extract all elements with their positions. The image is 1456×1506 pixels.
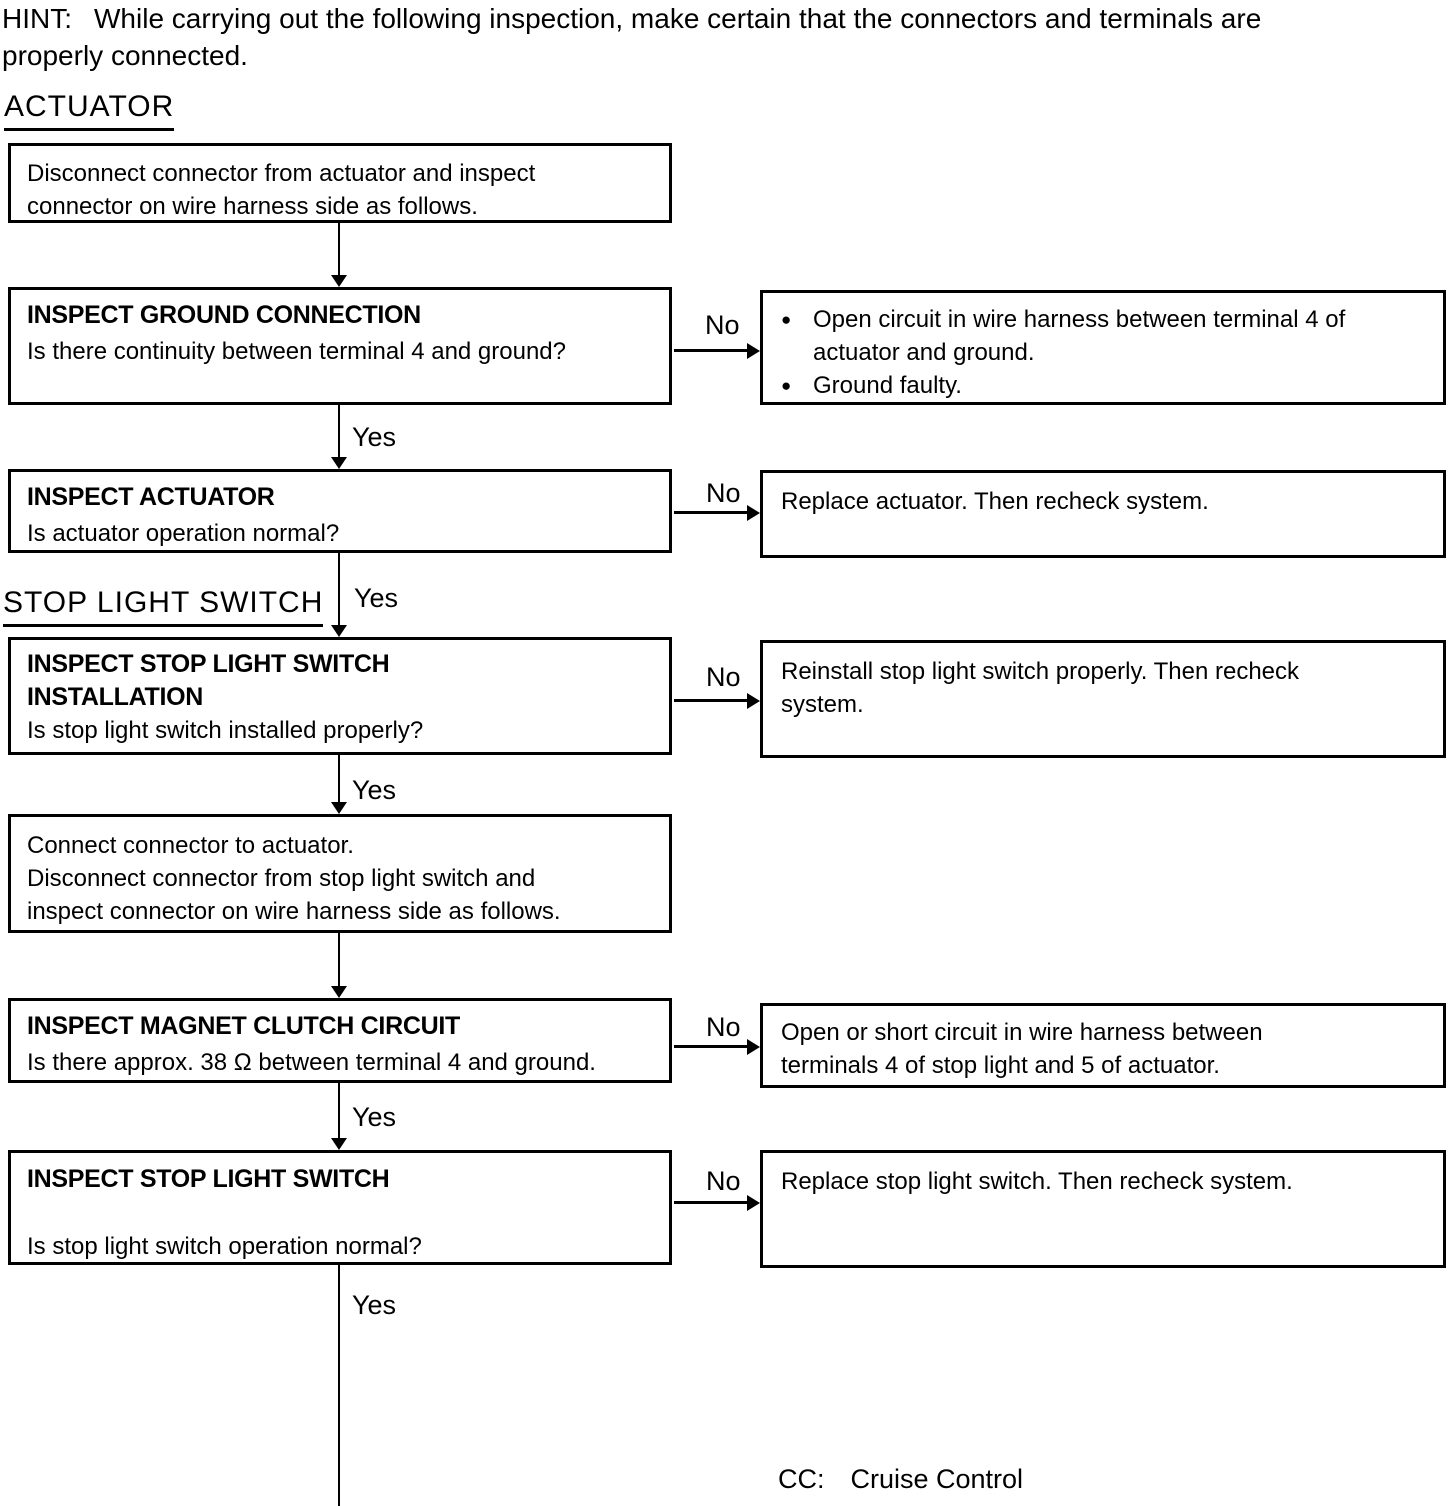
step-inspect-stop-light-switch: INSPECT STOP LIGHT SWITCH Is stop light …	[8, 1150, 672, 1265]
no-label: No	[705, 310, 740, 340]
step-text-line: Connect connector to actuator.	[27, 832, 354, 859]
step-question: Is there approx. 38 Ω between terminal 4…	[27, 1049, 596, 1076]
arrow-down-icon	[331, 625, 347, 637]
result-text-line: Open circuit in wire harness between ter…	[813, 306, 1346, 333]
result-bullet-item: ● Ground faulty.	[781, 369, 1425, 402]
arrow-down-icon	[331, 802, 347, 814]
flow-line-down	[338, 1265, 340, 1506]
flow-line-no	[674, 699, 748, 702]
arrow-down-icon	[331, 986, 347, 998]
bullet-icon: ●	[781, 310, 792, 329]
result-replace-stop-light-switch: Replace stop light switch. Then recheck …	[760, 1150, 1446, 1268]
flow-line-no	[674, 1201, 748, 1204]
result-reinstall-stop-light-switch: Reinstall stop light switch properly. Th…	[760, 640, 1446, 758]
step-question: Is actuator operation normal?	[27, 520, 340, 547]
yes-label: Yes	[352, 775, 397, 805]
result-text-line: Replace stop light switch. Then recheck …	[781, 1168, 1293, 1195]
step-question: Is stop light switch installed properly?	[27, 717, 424, 744]
yes-label: Yes	[354, 583, 399, 613]
hint-note: HINT: While carrying out the following in…	[2, 0, 1456, 74]
bullet-icon: ●	[781, 376, 792, 395]
no-label: No	[706, 478, 741, 508]
step-question: Is stop light switch operation normal?	[27, 1233, 422, 1260]
section-heading-stop-light-switch: STOP LIGHT SWITCH	[3, 586, 324, 627]
flow-line-down	[338, 755, 340, 802]
step-title: INSPECT STOP LIGHT SWITCH	[27, 1165, 390, 1193]
arrow-down-icon	[331, 1138, 347, 1150]
result-bullet-item: ● Open circuit in wire harness between t…	[781, 303, 1425, 369]
hint-line-1: HINT: While carrying out the following in…	[2, 0, 1456, 37]
flow-line-down	[338, 405, 340, 458]
result-text-line: system.	[781, 691, 864, 718]
footnote-cc: CC: Cruise Control	[778, 1464, 1023, 1495]
step-title: INSTALLATION	[27, 683, 204, 711]
arrow-down-icon	[331, 457, 347, 469]
section-heading-actuator: ACTUATOR	[4, 90, 175, 131]
arrow-right-icon	[747, 343, 760, 359]
step-title: INSPECT ACTUATOR	[27, 483, 275, 511]
flow-line-no	[674, 349, 748, 352]
result-text-line: Replace actuator. Then recheck system.	[781, 488, 1209, 515]
yes-label: Yes	[352, 422, 397, 452]
yes-label: Yes	[352, 1102, 397, 1132]
no-label: No	[706, 1012, 741, 1042]
hint-label: HINT:	[2, 3, 72, 34]
result-text-line: actuator and ground.	[813, 339, 1035, 366]
no-label: No	[706, 662, 741, 692]
flow-line-down	[338, 553, 340, 625]
step-title: INSPECT STOP LIGHT SWITCH	[27, 650, 390, 678]
result-text-line: terminals 4 of stop light and 5 of actua…	[781, 1052, 1220, 1079]
step-text-line: Disconnect connector from actuator and i…	[27, 160, 536, 187]
step-text-line: connector on wire harness side as follow…	[27, 193, 478, 220]
hint-text: While carrying out the following inspect…	[94, 3, 1262, 34]
flow-line-down	[338, 933, 340, 986]
step-disconnect-actuator-connector: Disconnect connector from actuator and i…	[8, 143, 672, 223]
arrow-down-icon	[331, 275, 347, 287]
result-text-line: Ground faulty.	[813, 372, 962, 399]
arrow-right-icon	[747, 505, 760, 521]
flow-line-no	[674, 1045, 748, 1048]
step-title: INSPECT GROUND CONNECTION	[27, 301, 421, 329]
step-inspect-actuator: INSPECT ACTUATOR Is actuator operation n…	[8, 469, 672, 553]
arrow-right-icon	[747, 693, 760, 709]
result-text-line: Reinstall stop light switch properly. Th…	[781, 658, 1300, 685]
result-open-short-circuit: Open or short circuit in wire harness be…	[760, 1003, 1446, 1088]
flow-line-down	[338, 223, 340, 276]
step-text-line: Disconnect connector from stop light swi…	[27, 865, 536, 892]
footnote-abbr: CC:	[778, 1464, 825, 1494]
hint-line-2: properly connected.	[2, 40, 248, 71]
step-connect-connector: Connect connector to actuator. Disconnec…	[8, 814, 672, 933]
no-label: No	[706, 1166, 741, 1196]
arrow-right-icon	[747, 1195, 760, 1211]
step-question: Is there continuity between terminal 4 a…	[27, 338, 567, 365]
step-inspect-magnet-clutch-circuit: INSPECT MAGNET CLUTCH CIRCUIT Is there a…	[8, 998, 672, 1083]
step-text-line: inspect connector on wire harness side a…	[27, 898, 561, 925]
footnote-text: Cruise Control	[850, 1464, 1024, 1494]
step-title: INSPECT MAGNET CLUTCH CIRCUIT	[27, 1012, 460, 1040]
arrow-right-icon	[747, 1039, 760, 1055]
result-text-line: Open or short circuit in wire harness be…	[781, 1019, 1263, 1046]
flow-line-no	[674, 511, 748, 514]
yes-label: Yes	[352, 1290, 397, 1320]
result-ground-open-circuit: ● Open circuit in wire harness between t…	[760, 290, 1446, 405]
result-replace-actuator: Replace actuator. Then recheck system.	[760, 470, 1446, 558]
flow-line-down	[338, 1083, 340, 1138]
step-inspect-stop-light-switch-installation: INSPECT STOP LIGHT SWITCH INSTALLATION I…	[8, 637, 672, 755]
step-inspect-ground-connection: INSPECT GROUND CONNECTION Is there conti…	[8, 287, 672, 405]
